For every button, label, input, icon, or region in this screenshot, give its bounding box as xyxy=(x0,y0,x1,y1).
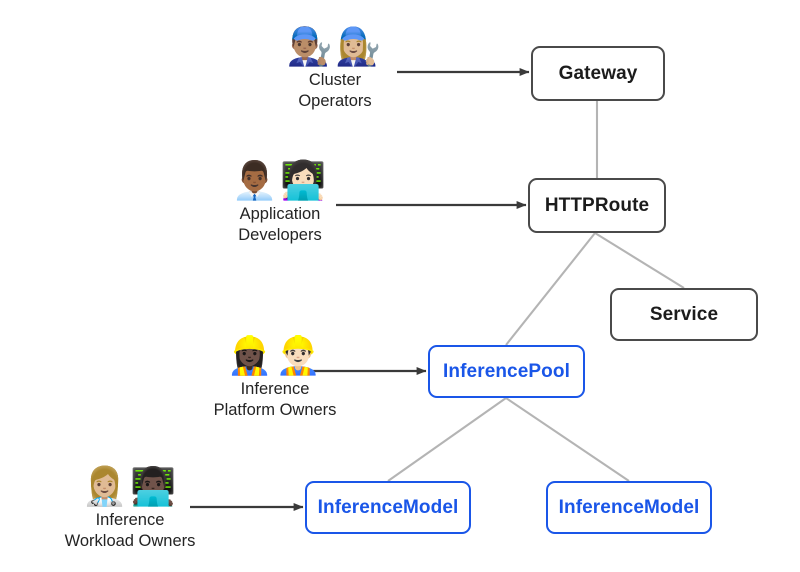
persona-inference-workload-owners: 👩🏼‍⚕️👨🏿‍💻Inference Workload Owners xyxy=(35,465,225,552)
man-office-worker-icon woman-technologist-icon: 👨🏾‍💼👩🏻‍💻 xyxy=(231,159,329,202)
persona-label-inference-platform-owners: Inference Platform Owners xyxy=(213,379,337,419)
connector-httproute-to-service xyxy=(594,232,685,289)
node-inferencemodel-right[interactable]: InferenceModel xyxy=(546,481,712,534)
node-label-httproute: HTTPRoute xyxy=(544,195,650,216)
node-httproute[interactable]: HTTPRoute xyxy=(528,178,666,233)
connector-httproute-to-inferencepool xyxy=(505,232,596,346)
persona-label-cluster-operators: Cluster Operators xyxy=(298,70,372,110)
node-service[interactable]: Service xyxy=(610,288,758,341)
node-gateway[interactable]: Gateway xyxy=(531,46,665,101)
persona-inference-platform-owners: 👷🏿‍♀️👷🏻‍♂️Inference Platform Owners xyxy=(180,334,370,421)
connector-inferencepool-to-model-right xyxy=(505,397,630,482)
woman-construction-worker-icon man-construction-worker-icon: 👷🏿‍♀️👷🏻‍♂️ xyxy=(226,334,324,377)
persona-application-developers: 👨🏾‍💼👩🏻‍💻Application Developers xyxy=(185,159,375,246)
node-label-gateway: Gateway xyxy=(558,63,638,84)
persona-label-inference-workload-owners: Inference Workload Owners xyxy=(64,510,196,550)
connector-inferencepool-to-model-left xyxy=(387,397,507,482)
man-mechanic-icon woman-mechanic-icon: 👨🏽‍🔧👩🏼‍🔧 xyxy=(286,25,384,68)
node-label-service: Service xyxy=(649,304,719,325)
node-inferencemodel-left[interactable]: InferenceModel xyxy=(305,481,471,534)
node-label-inferencemodel-right: InferenceModel xyxy=(558,497,700,518)
persona-cluster-operators: 👨🏽‍🔧👩🏼‍🔧Cluster Operators xyxy=(240,25,430,112)
node-inferencepool[interactable]: InferencePool xyxy=(428,345,585,398)
woman-health-worker-icon man-technologist-icon: 👩🏼‍⚕️👨🏿‍💻 xyxy=(81,465,179,508)
persona-arrows xyxy=(190,68,530,511)
persona-label-application-developers: Application Developers xyxy=(238,204,322,244)
node-label-inferencemodel-left: InferenceModel xyxy=(317,497,459,518)
node-label-inferencepool: InferencePool xyxy=(443,361,570,382)
